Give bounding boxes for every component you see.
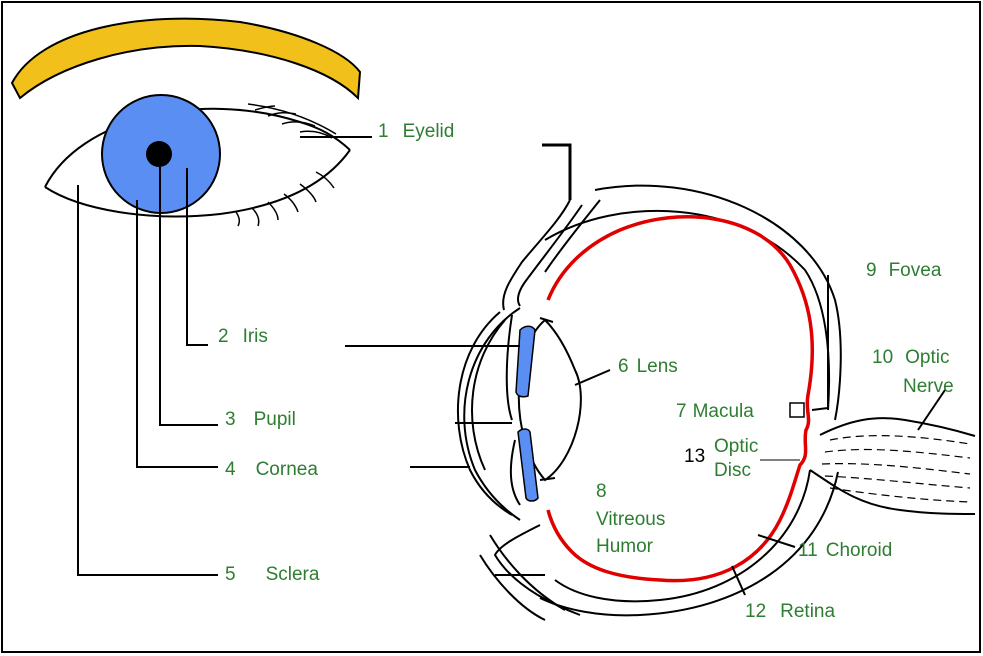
label-optic-disc-1: Optic xyxy=(714,436,758,457)
pupil-front xyxy=(146,141,172,167)
label-optic-disc-num: 13 xyxy=(684,446,705,467)
label-optic-disc-2: Disc xyxy=(714,460,751,481)
label-vitreous-2: Humor xyxy=(596,536,654,557)
label-vitreous-1: Vitreous xyxy=(596,509,665,530)
label-optic-nerve-2: Nerve xyxy=(903,376,954,397)
label-vitreous-num: 8 xyxy=(596,481,607,502)
